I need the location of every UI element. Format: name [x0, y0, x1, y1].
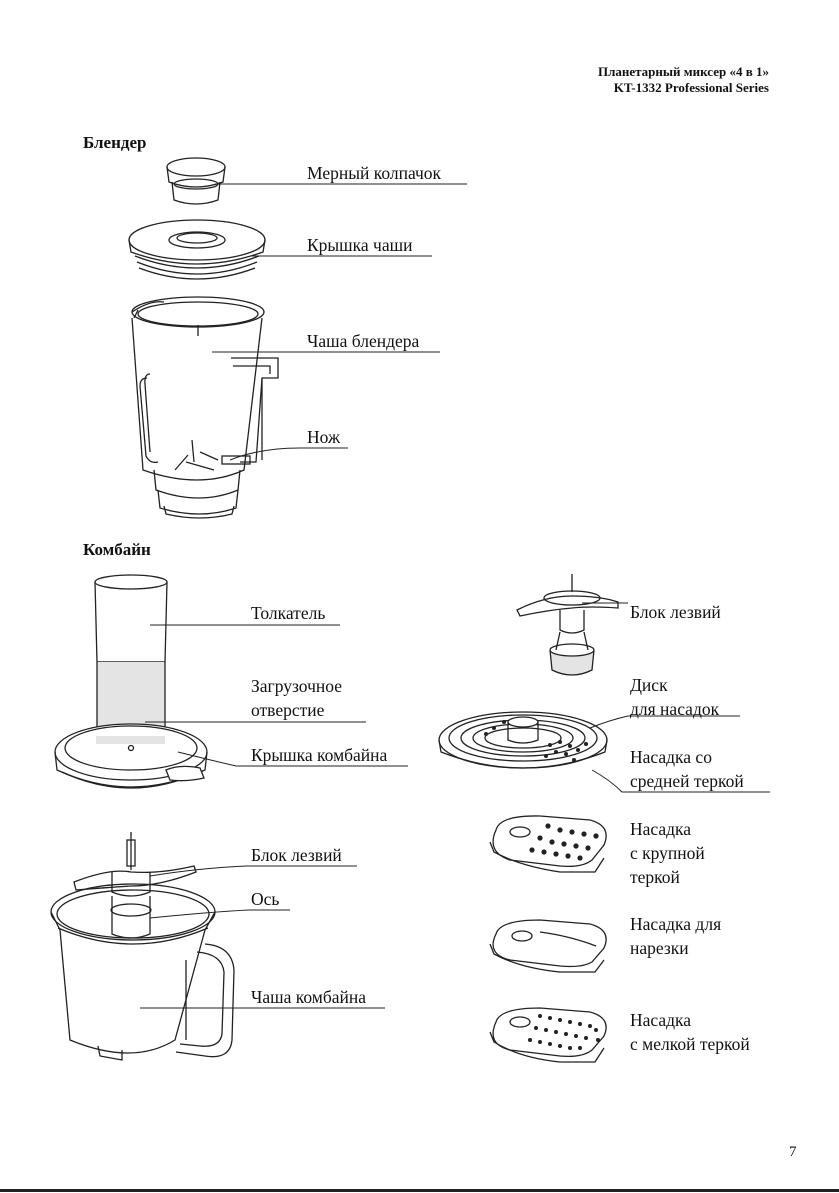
measuring-cap-drawing [166, 157, 226, 205]
label-fine-grater-line2: с мелкой теркой [630, 1034, 750, 1054]
blade-unit-right-drawing [516, 574, 619, 676]
label-medium-grater-line1: Насадка со [630, 747, 712, 767]
blender-lid-drawing [128, 219, 266, 280]
label-processor-bowl: Чаша комбайна [251, 987, 367, 1007]
coarse-grater-plate-drawing [489, 815, 607, 873]
fine-grater-plate-drawing [489, 1007, 607, 1063]
processor-lid-drawing [54, 723, 208, 789]
processor-bowl-drawing [50, 883, 235, 1061]
label-measuring-cap: Мерный колпачок [307, 163, 442, 183]
label-processor-lid: Крышка комбайна [251, 745, 388, 765]
label-fine-grater-line1: Насадка [630, 1010, 692, 1030]
label-slicer-line1: Насадка для [630, 914, 722, 934]
header-title: Планетарный миксер «4 в 1» [597, 64, 769, 79]
leader-lines [140, 183, 770, 1009]
label-feed-tube-line2: отверстие [251, 700, 325, 720]
slicer-plate-drawing [489, 919, 607, 973]
header-model: KT-1332 Professional Series [613, 80, 769, 95]
label-blade-unit-right: Блок лезвий [630, 602, 721, 622]
label-slicer-line2: нарезки [630, 938, 689, 958]
label-knife: Нож [307, 427, 341, 447]
blender-jar-drawing [131, 296, 279, 519]
page-bottom-rule [0, 1189, 839, 1192]
attachment-disc-drawing [438, 711, 608, 769]
label-disc-line1: Диск [630, 675, 668, 695]
pusher-drawing [94, 574, 168, 741]
label-coarse-grater-line1: Насадка [630, 819, 692, 839]
label-blade-unit-left: Блок лезвий [251, 845, 342, 865]
section-title-processor: Комбайн [83, 540, 151, 559]
document-header: Планетарный миксер «4 в 1» KT-1332 Profe… [598, 64, 769, 96]
label-blender-jar: Чаша блендера [307, 331, 420, 351]
label-feed-tube-line1: Загрузочное [251, 676, 342, 696]
label-coarse-grater-line3: теркой [630, 867, 680, 887]
label-pusher: Толкатель [251, 603, 326, 623]
page-number: 7 [789, 1144, 797, 1160]
label-coarse-grater-line2: с крупной [630, 843, 705, 863]
label-disc-line2: для насадок [630, 699, 720, 719]
section-title-blender: Блендер [83, 133, 147, 152]
label-medium-grater-line2: средней теркой [630, 771, 744, 791]
processor-blade-unit-drawing [73, 832, 197, 897]
label-axis: Ось [251, 889, 280, 909]
label-blender-lid: Крышка чаши [307, 235, 413, 255]
